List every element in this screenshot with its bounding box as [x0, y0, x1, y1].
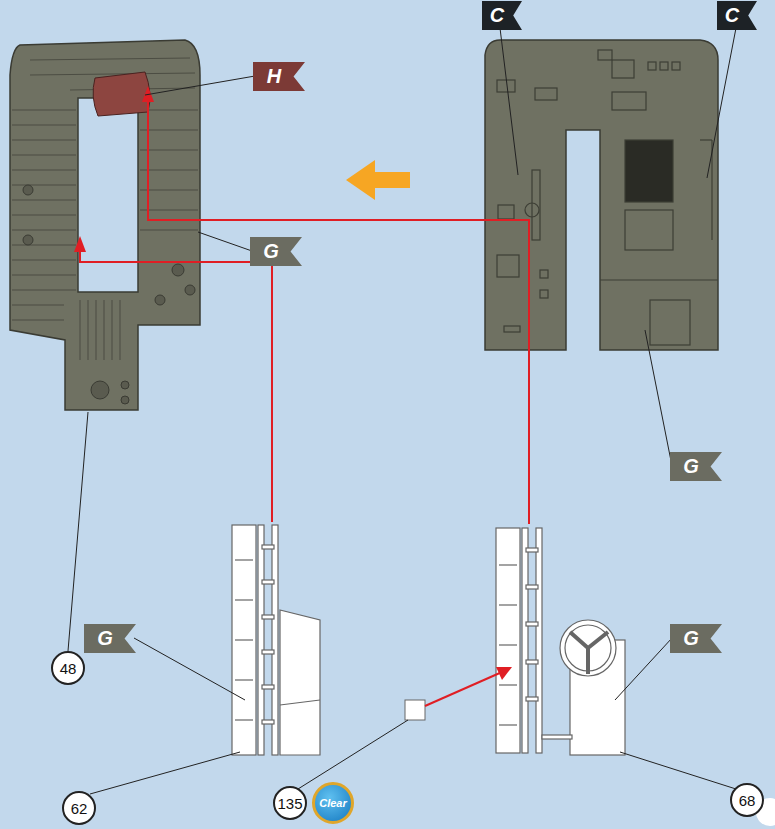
color-flag: C: [717, 1, 757, 30]
node-text: G: [683, 627, 699, 650]
paint-badge: Clear: [312, 782, 354, 824]
node-text: 135: [277, 795, 302, 812]
color-flag: C: [482, 1, 522, 30]
direction-arrow: [346, 160, 410, 200]
ladder-part: [496, 528, 625, 755]
node-text: C: [725, 4, 739, 27]
node-text: Clear: [319, 797, 347, 809]
assembly-lines: [80, 98, 529, 706]
flag-outline: [670, 452, 722, 481]
node-text: 62: [71, 800, 88, 817]
leader-lines: [68, 28, 736, 794]
node-text: G: [683, 455, 699, 478]
color-flag: G: [250, 237, 302, 266]
flag-outline: [670, 624, 722, 653]
node-text: G: [97, 627, 113, 650]
flag-outline: [482, 1, 522, 30]
panel-part: [10, 40, 200, 410]
flag-outline: [253, 62, 305, 91]
node-text: C: [490, 4, 504, 27]
callout-number: 68: [730, 783, 764, 817]
flag-outline: [250, 237, 302, 266]
node-text: 68: [739, 792, 756, 809]
node-text: G: [263, 240, 279, 263]
cylinder-part: [93, 72, 150, 116]
color-flag: H: [253, 62, 305, 91]
node-text: 48: [60, 660, 77, 677]
color-flag: G: [670, 624, 722, 653]
flag-outline: [717, 1, 757, 30]
clear-part: [405, 700, 425, 720]
callout-number: 62: [62, 791, 96, 825]
panel-part: [485, 40, 718, 350]
flag-outline: [84, 624, 136, 653]
callout-number: 135: [273, 786, 307, 820]
node-text: H: [267, 65, 281, 88]
callout-number: 48: [51, 651, 85, 685]
panel-ribs: [12, 58, 198, 360]
assembly-arrowheads: [74, 86, 512, 680]
ladder-part: [232, 525, 320, 755]
color-flag: G: [670, 452, 722, 481]
color-flag: G: [84, 624, 136, 653]
panel-details: [497, 50, 718, 345]
panel-holes: [23, 185, 195, 404]
